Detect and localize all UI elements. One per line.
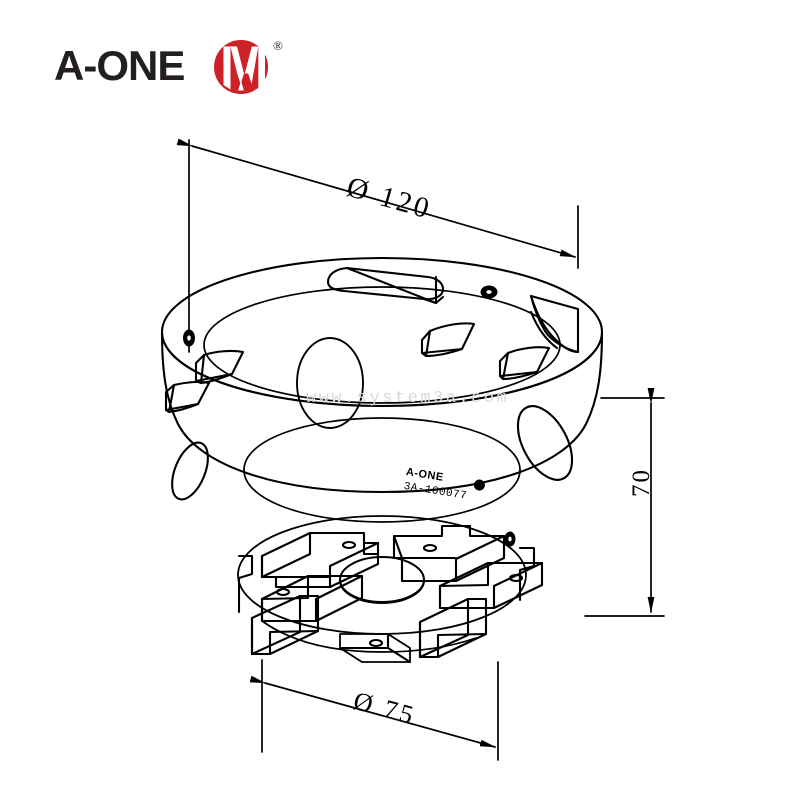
registered-trademark-icon: ® [273, 38, 283, 53]
clamp-slot-right-upper [529, 294, 580, 354]
brand-logo: A-ONE ® [54, 34, 314, 104]
locating-pin-center [420, 322, 476, 358]
brand-wordmark: A-ONE [54, 42, 185, 89]
rail-front-right [438, 561, 544, 610]
lower-chuck-base [237, 515, 544, 664]
rail-arm-front-right [418, 597, 488, 659]
extension-lines [188, 139, 665, 761]
base-notch-left [237, 554, 254, 614]
locating-pin-right [498, 346, 551, 381]
dimension-line-120 [176, 138, 576, 258]
locating-pin-left-lower [164, 380, 211, 414]
clamp-slot-rear [326, 266, 445, 305]
rail-rear-right [392, 524, 506, 583]
dimension-line-75 [249, 675, 496, 748]
upper-chuck-body [160, 256, 604, 547]
pocket-right [516, 405, 574, 481]
set-screw-lower-right-hole [508, 536, 512, 542]
set-screw-top-hole [486, 290, 492, 294]
dimension-label-height: 70 [628, 468, 655, 497]
rail-rear-left [260, 531, 380, 589]
set-screw-left-hole [187, 335, 191, 341]
a-one-monogram-icon [214, 40, 268, 94]
base-notch-right [518, 546, 536, 602]
pocket-left [171, 441, 209, 501]
rail-center-front [338, 632, 412, 664]
rail-arm-front-left [250, 594, 320, 656]
